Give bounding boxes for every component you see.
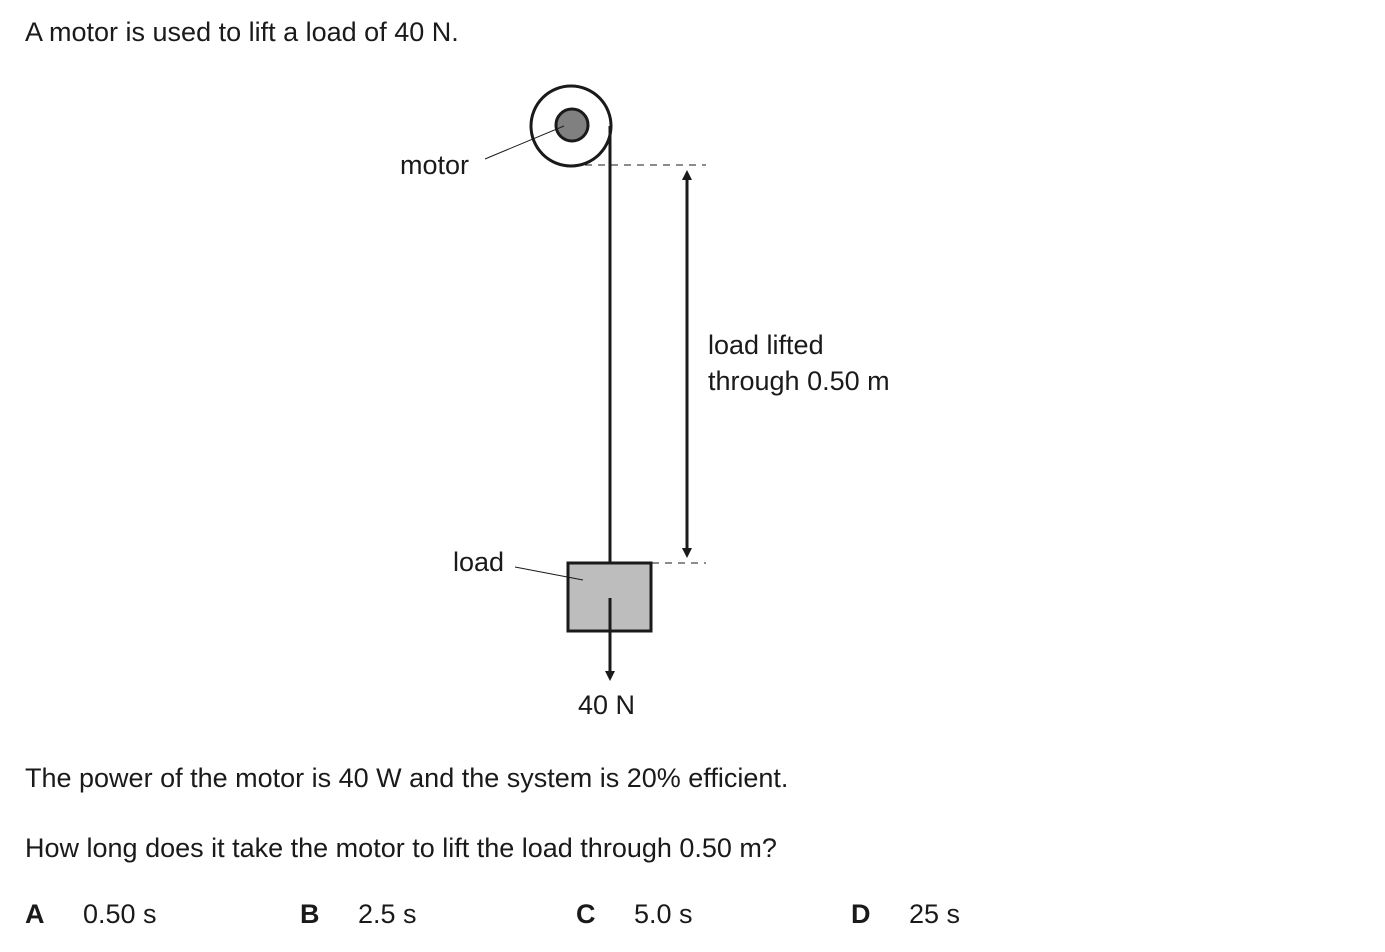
question-prompt: How long does it take the motor to lift … bbox=[25, 833, 777, 863]
option-value: 5.0 s bbox=[634, 899, 693, 929]
answer-option-c[interactable]: C 5.0 s bbox=[576, 898, 693, 930]
option-letter: B bbox=[300, 899, 320, 929]
motor-leader-line bbox=[484, 125, 565, 160]
load-leader-line bbox=[514, 566, 584, 581]
option-letter: D bbox=[851, 899, 871, 929]
motor-label: motor bbox=[400, 150, 469, 180]
lift-distance-label-line1: load lifted bbox=[708, 330, 824, 360]
answer-option-d[interactable]: D 25 s bbox=[851, 898, 960, 930]
motor-axle bbox=[554, 107, 590, 143]
motor bbox=[529, 84, 613, 168]
option-letter: C bbox=[576, 899, 596, 929]
option-value: 2.5 s bbox=[358, 899, 417, 929]
answer-option-a[interactable]: A 0.50 s bbox=[25, 898, 157, 930]
option-letter: A bbox=[25, 899, 45, 929]
question-intro: A motor is used to lift a load of 40 N. bbox=[25, 17, 459, 47]
question-info: The power of the motor is 40 W and the s… bbox=[25, 763, 789, 793]
option-value: 0.50 s bbox=[83, 899, 157, 929]
lift-distance-label-line2: through 0.50 m bbox=[708, 366, 890, 396]
force-label: 40 N bbox=[578, 690, 635, 720]
option-value: 25 s bbox=[909, 899, 961, 929]
load-label: load bbox=[453, 547, 504, 577]
answer-option-b[interactable]: B 2.5 s bbox=[300, 898, 417, 930]
